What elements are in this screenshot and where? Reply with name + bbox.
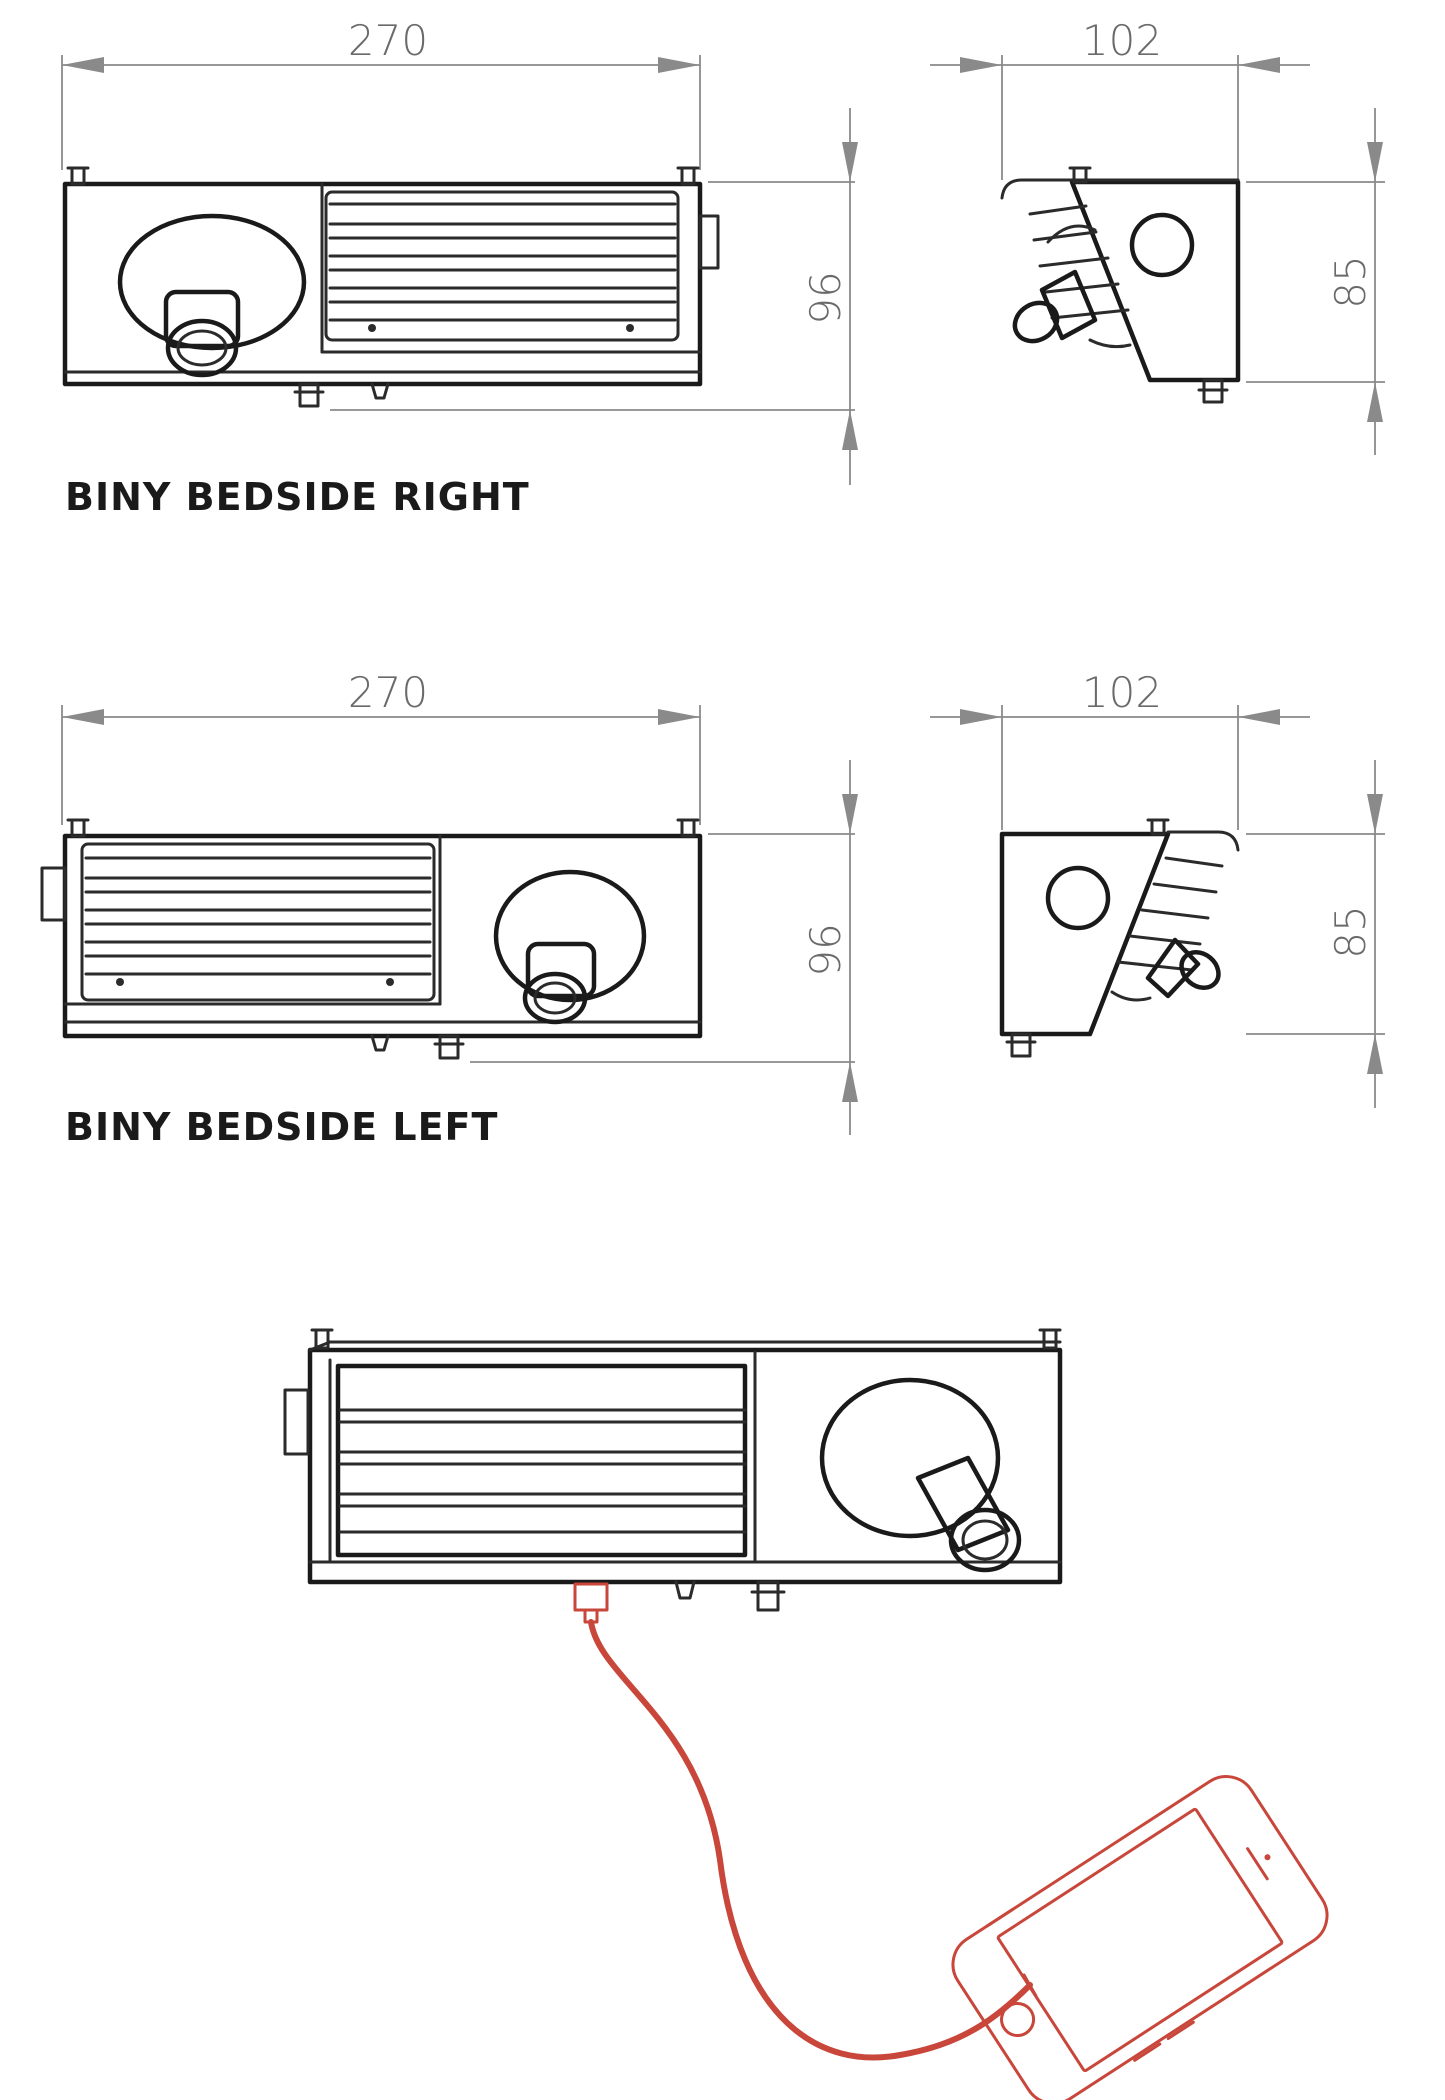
left-variant-label: BINY BEDSIDE LEFT — [65, 1105, 498, 1149]
right-front-height-dimension: 96 — [801, 271, 850, 324]
left-side-depth-dimension: 102 — [1082, 668, 1162, 717]
left-side-view: 102 85 — [930, 668, 1385, 1108]
usb-cable-icon — [573, 1582, 1038, 2061]
right-front-width-dimension: 270 — [348, 16, 428, 65]
left-front-height-dimension: 96 — [801, 923, 850, 976]
right-variant-label: BINY BEDSIDE RIGHT — [65, 475, 530, 519]
right-side-height-dimension: 85 — [1326, 255, 1375, 308]
left-side-height-dimension: 85 — [1326, 905, 1375, 958]
right-side-view: 102 85 — [930, 16, 1385, 455]
left-front-view: 270 96 — [40, 668, 858, 1135]
right-side-depth-dimension: 102 — [1082, 16, 1162, 65]
perspective-view — [283, 1328, 1063, 1612]
left-front-width-dimension: 270 — [348, 668, 428, 717]
right-front-view: 270 96 — [61, 16, 858, 485]
smartphone-icon — [951, 1775, 1329, 2100]
